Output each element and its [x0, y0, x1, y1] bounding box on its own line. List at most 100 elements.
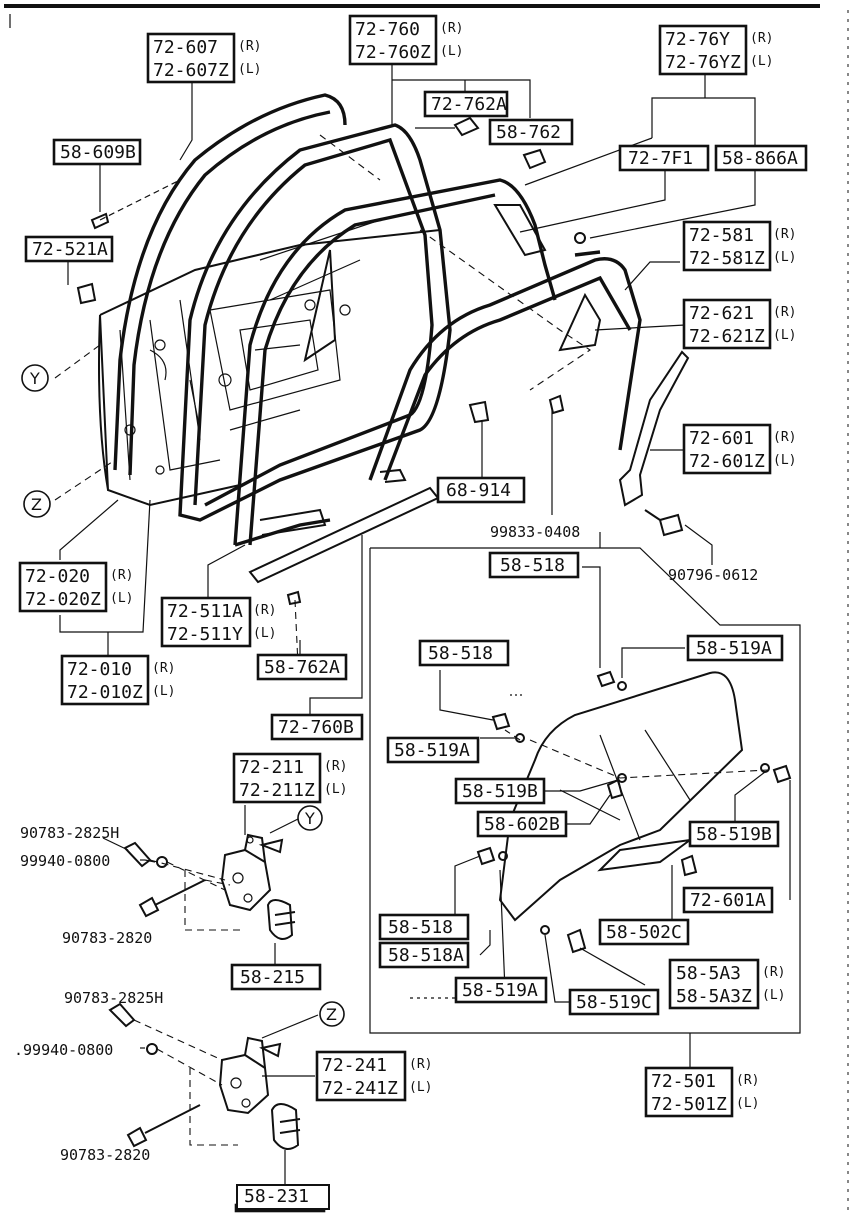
- door-seal-72-760: [178, 123, 452, 522]
- svg-text:58-519A: 58-519A: [696, 638, 772, 659]
- label-72-607: 72-607 72-607Z (R) (L): [146, 32, 261, 84]
- screw-99833: [548, 394, 565, 415]
- label-58-519C: 58-519C: [568, 988, 660, 1016]
- svg-text:(L): (L): [152, 684, 175, 699]
- svg-text:(R): (R): [238, 39, 261, 54]
- svg-text:72-010Z: 72-010Z: [67, 682, 143, 703]
- text-99833-0408: 99833-0408: [490, 523, 580, 541]
- callout-z-door: Z: [23, 490, 51, 518]
- svg-text:72-020Z: 72-020Z: [25, 589, 101, 610]
- svg-text:72-511Y: 72-511Y: [167, 624, 243, 645]
- svg-text:Z: Z: [326, 1005, 337, 1024]
- label-72-601: 72-601 72-601Z (R) (L): [682, 423, 796, 475]
- svg-text:(R): (R): [409, 1057, 432, 1072]
- text-90783-2825H-lower: 90783-2825H: [64, 989, 163, 1007]
- dashed-guides: [54, 134, 591, 666]
- label-58-519A-low: 58-519A: [454, 976, 548, 1004]
- door-panel-drawing: [98, 219, 441, 507]
- label-72-76Y: 72-76Y 72-76YZ (R) (L): [658, 24, 773, 76]
- lower-hinge: [218, 1036, 282, 1115]
- callout-y-hinge: Y: [297, 805, 323, 831]
- svg-text:58-519A: 58-519A: [462, 980, 538, 1001]
- label-58-519A-top: 58-519A: [686, 634, 784, 662]
- hinge-shim-58-215: [266, 899, 296, 965]
- svg-text:72-760Z: 72-760Z: [355, 42, 431, 63]
- label-72-762A: 72-762A: [423, 90, 509, 118]
- label-58-518-mid: 58-518: [418, 639, 510, 667]
- svg-text:72-211: 72-211: [239, 757, 304, 778]
- label-58-502C: 58-502C: [598, 918, 690, 946]
- svg-text:72-601A: 72-601A: [690, 890, 766, 911]
- svg-text:58-866A: 58-866A: [722, 148, 798, 169]
- svg-text:(L): (L): [773, 250, 796, 265]
- svg-text:(R): (R): [773, 227, 796, 242]
- svg-text:(R): (R): [152, 661, 175, 676]
- svg-text:72-521A: 72-521A: [32, 239, 108, 260]
- svg-text:Z: Z: [31, 495, 42, 514]
- svg-text:58-518: 58-518: [428, 643, 493, 664]
- svg-text:72-581Z: 72-581Z: [689, 248, 765, 269]
- svg-text:58-519B: 58-519B: [462, 781, 538, 802]
- svg-text:(L): (L): [238, 62, 261, 77]
- svg-text:58-518: 58-518: [388, 917, 453, 938]
- svg-text:72-211Z: 72-211Z: [239, 780, 315, 801]
- label-58-519B-right: 58-519B: [688, 820, 780, 848]
- label-72-7F1: 72-7F1: [618, 144, 710, 172]
- label-72-511A: 72-511A 72-511Y (R) (L): [160, 596, 276, 648]
- label-58-519A-mid: 58-519A: [386, 736, 480, 764]
- svg-text:58-5A3Z: 58-5A3Z: [676, 986, 752, 1007]
- label-58-866A: 58-866A: [714, 144, 808, 172]
- svg-text:72-020: 72-020: [25, 566, 90, 587]
- svg-text:72-76Y: 72-76Y: [665, 29, 730, 50]
- svg-text:(R): (R): [736, 1073, 759, 1088]
- svg-text:(R): (R): [440, 21, 463, 36]
- svg-text:58-502C: 58-502C: [606, 922, 682, 943]
- svg-text:72-501Z: 72-501Z: [651, 1094, 727, 1115]
- label-72-760B: 72-760B: [270, 713, 364, 741]
- svg-text:58-602B: 58-602B: [484, 814, 560, 835]
- svg-text:72-241Z: 72-241Z: [322, 1078, 398, 1099]
- svg-text:72-76YZ: 72-76YZ: [665, 52, 741, 73]
- clip-72-762A: [415, 116, 480, 137]
- screw-58-609B: [90, 179, 181, 230]
- svg-text:(R): (R): [750, 31, 773, 46]
- svg-text:72-241: 72-241: [322, 1055, 387, 1076]
- corner-piece-72-621: [558, 292, 602, 352]
- label-58-518-low: 58-518: [378, 913, 470, 941]
- label-72-241: 72-241 72-241Z (R) (L): [315, 1050, 432, 1102]
- svg-text:72-581: 72-581: [689, 225, 754, 246]
- svg-text:(L): (L): [324, 782, 347, 797]
- nut-58-866A: [574, 232, 586, 244]
- svg-text:72-511A: 72-511A: [167, 601, 243, 622]
- svg-text:(L): (L): [253, 626, 276, 641]
- label-58-231-text: 58-231: [244, 1186, 310, 1207]
- label-72-020: 72-020 72-020Z (R) (L): [18, 561, 133, 613]
- svg-text:58-762A: 58-762A: [264, 657, 340, 678]
- glass-run-channel-72-581: [368, 250, 642, 481]
- callout-y-door: Y: [21, 364, 49, 392]
- svg-text:72-7F1: 72-7F1: [628, 148, 693, 169]
- svg-text:58-518: 58-518: [500, 555, 565, 576]
- svg-text:Y: Y: [304, 809, 315, 828]
- upper-hinge-bolts: [123, 817, 301, 931]
- text-90783-2820-lower: 90783-2820: [60, 1146, 150, 1164]
- svg-text:(L): (L): [409, 1080, 432, 1095]
- svg-text:(R): (R): [253, 603, 276, 618]
- svg-text:(L): (L): [773, 328, 796, 343]
- lower-hinge-bolts: [108, 1002, 319, 1148]
- label-58-5A3: 58-5A3 58-5A3Z (R) (L): [668, 958, 785, 1010]
- svg-text:(L): (L): [750, 54, 773, 69]
- svg-text:58-519B: 58-519B: [696, 824, 772, 845]
- clip-58-762A: [286, 590, 302, 606]
- svg-text:(R): (R): [324, 759, 347, 774]
- door-glass-pane: [498, 671, 744, 922]
- svg-text:(R): (R): [773, 430, 796, 445]
- svg-text:58-609B: 58-609B: [60, 142, 136, 163]
- callout-z-hinge: Z: [319, 1001, 345, 1027]
- text-99940-0800-lower: .99940-0800: [14, 1041, 113, 1059]
- label-72-621: 72-621 72-621Z (R) (L): [682, 298, 796, 350]
- label-68-914: 68-914: [436, 476, 526, 504]
- label-58-231-html: 58-231: [236, 1184, 330, 1210]
- label-58-762A: 58-762A: [256, 653, 348, 681]
- svg-text:(L): (L): [762, 988, 785, 1003]
